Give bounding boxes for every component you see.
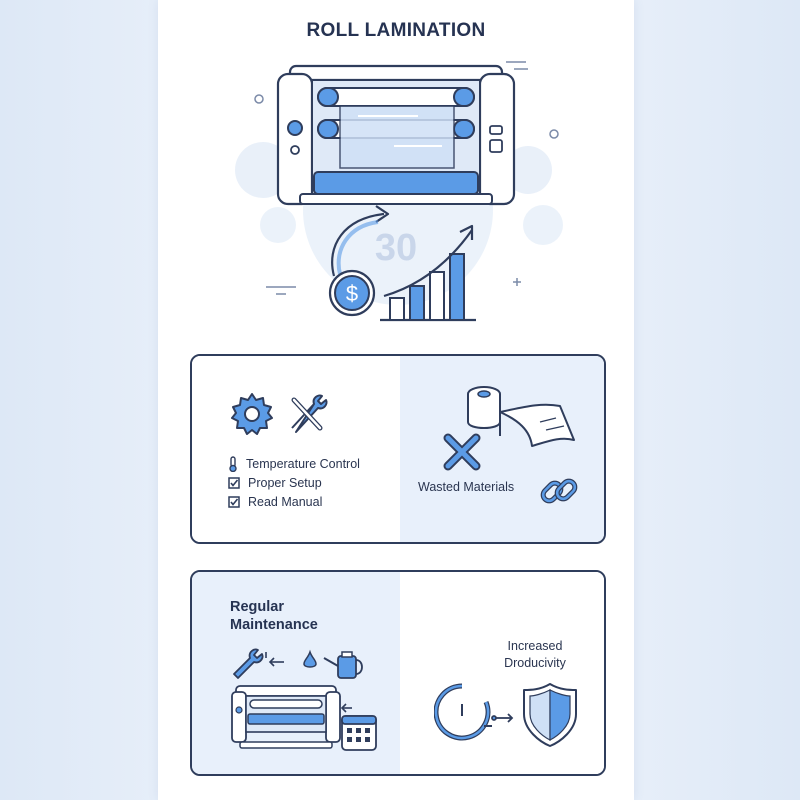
mini-laminator-icon [231,685,341,749]
wrench-screwdriver-icon [291,394,328,433]
productivity-illustration [434,683,577,747]
maintenance-title-line1: Regular [230,599,284,615]
clock-cycle-icon [434,683,492,741]
arrow-right-icon [491,713,514,723]
calendar-icon [341,715,377,751]
checklist-item-label: Read Manual [248,494,323,509]
decor-sparkles [254,61,559,295]
maintenance-panel: Regular Maintenance [192,572,400,774]
productivity-title-line2: Droducivity [504,656,566,670]
growth-bar-chart-icon [380,253,476,322]
setup-panel: Temperature Control Proper Setup Read Ma… [192,356,400,542]
trend-arrow-icon [383,224,474,298]
wasted-materials-label: Wasted Materials [418,480,515,494]
waste-panel: Wasted Materials [400,356,604,542]
cycle-arrow-icon [331,205,390,277]
cycle-arrow-fill [336,220,379,275]
setup-waste-card: Temperature Control Proper Setup Read Ma… [190,354,606,544]
chain-link-icon [540,478,578,504]
wrench-icon [233,648,264,679]
checkbox-checked-icon [228,476,240,489]
arrow-left-icon [265,652,284,667]
oil-drop-icon [303,649,317,668]
page-title: ROLL LAMINATION [306,20,486,41]
arrow-in-icon [340,703,352,713]
laminator-machine-icon [276,64,516,206]
checkbox-checked-icon [228,495,240,508]
cross-icon [443,433,481,471]
faint-percent-badge: 30 [375,227,417,269]
productivity-title: Increased Droducivity [460,638,604,672]
checklist-item-label: Temperature Control [246,456,360,471]
maintenance-illustration [231,648,377,751]
gear-icon [231,393,273,435]
productivity-title-line1: Increased [507,639,563,653]
maintenance-title: Regular Maintenance [230,598,380,634]
shield-icon [523,683,577,747]
maintenance-productivity-card: Regular Maintenance [190,570,606,776]
laminator-hero-illustration: 30 $ [235,61,563,322]
oil-can-icon [323,651,363,679]
checklist-item: Temperature Control [228,454,360,473]
dollar-coin-icon: $ [328,269,376,317]
material-roll-icon [467,386,575,447]
thermometer-icon [229,455,237,472]
checklist-item-label: Proper Setup [248,475,322,490]
productivity-panel: Increased Droducivity [400,572,604,774]
setup-checklist: Temperature Control Proper Setup Read Ma… [228,454,360,511]
checklist-item: Proper Setup [228,473,360,492]
currency-symbol: $ [346,281,358,306]
checklist-item: Read Manual [228,492,360,511]
maintenance-title-line2: Maintenance [230,617,318,633]
infographic-page: ROLL LAMINATION [158,0,634,800]
